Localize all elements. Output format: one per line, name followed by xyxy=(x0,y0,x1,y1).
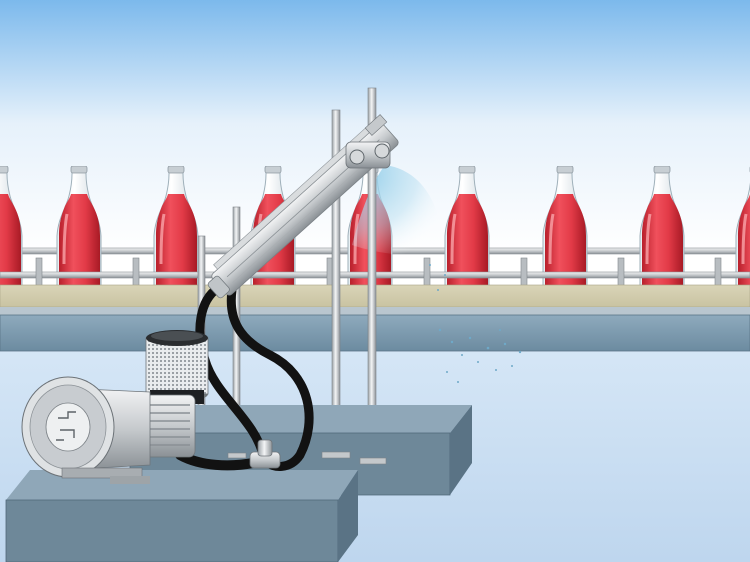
stand-base-plates xyxy=(227,451,387,465)
air-knife-clamp xyxy=(345,114,391,169)
pedestal-front xyxy=(5,470,358,562)
side-channel-blower xyxy=(21,376,196,484)
air-filter xyxy=(145,330,209,404)
hose-tee-fitting xyxy=(249,439,281,469)
